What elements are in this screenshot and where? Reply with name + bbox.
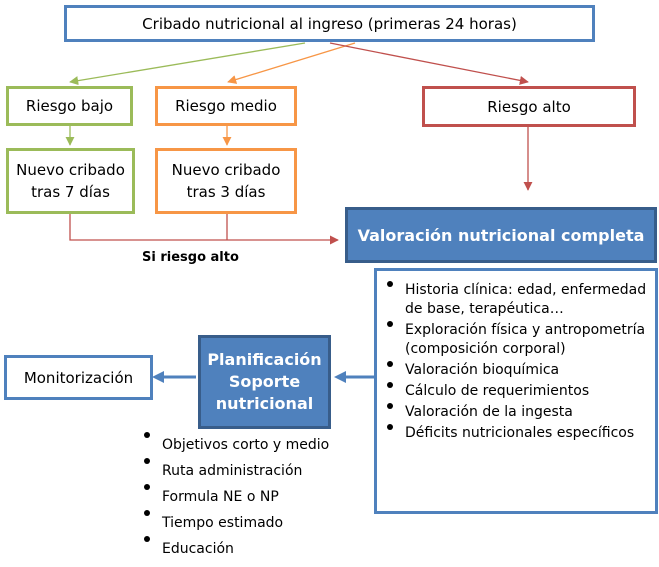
planificacion-soporte-box: Planificación Soporte nutricional [198,335,331,429]
monitorizacion-label: Monitorización [23,368,134,387]
list-item: Déficits nutricionales específicos [383,424,647,443]
valoracion-completa-box: Valoración nutricional completa [345,207,657,263]
valoracion-details-box: Historia clínica: edad, enfermedad de ba… [374,268,658,514]
planificacion-details: Objetivos corto y medio Ruta administrac… [140,432,360,562]
riesgo-alto-box: Riesgo alto [422,86,636,127]
si-riesgo-alto-label: Si riesgo alto [142,250,239,265]
arrow-to-riesgo-medio [227,42,356,84]
list-item: Objetivos corto y medio [140,432,360,458]
valoracion-details-list: Historia clínica: edad, enfermedad de ba… [383,281,647,443]
list-item: Educación [140,536,360,562]
list-item: Formula NE o NP [140,484,360,510]
monitorizacion-box: Monitorización [4,355,153,400]
planificacion-details-list: Objetivos corto y medio Ruta administrac… [140,432,360,562]
list-item: Cálculo de requerimientos [383,382,647,401]
list-item: Historia clínica: edad, enfermedad de ba… [383,281,647,319]
riesgo-alto-label: Riesgo alto [487,97,571,116]
riesgo-medio-label: Riesgo medio [175,97,277,115]
riesgo-bajo-label: Riesgo bajo [25,97,114,115]
list-item: Valoración bioquímica [383,361,647,380]
riesgo-bajo-box: Riesgo bajo [6,86,133,126]
arrow-to-riesgo-alto [329,42,529,85]
riesgo-medio-box: Riesgo medio [155,86,297,126]
valoracion-completa-label: Valoración nutricional completa [357,225,645,245]
nuevo-cribado-7-box: Nuevo cribado tras 7 días [6,148,135,214]
list-item: Valoración de la ingesta [383,403,647,422]
list-item: Tiempo estimado [140,510,360,536]
nuevo-cribado-3-box: Nuevo cribado tras 3 días [155,148,297,214]
arrow-si-riesgo-alto [69,214,339,245]
nuevo-cribado-3-label: Nuevo cribado tras 3 días [171,161,281,201]
arrow-to-riesgo-bajo [69,42,306,86]
cribado-ingreso-label: Cribado nutricional al ingreso (primeras… [142,14,517,33]
list-item: Ruta administración [140,458,360,484]
list-item: Exploración física y antropometría (comp… [383,321,647,359]
planificacion-soporte-label: Planificación Soporte nutricional [207,350,322,413]
nuevo-cribado-7-label: Nuevo cribado tras 7 días [16,161,125,201]
cribado-ingreso-box: Cribado nutricional al ingreso (primeras… [64,5,595,42]
